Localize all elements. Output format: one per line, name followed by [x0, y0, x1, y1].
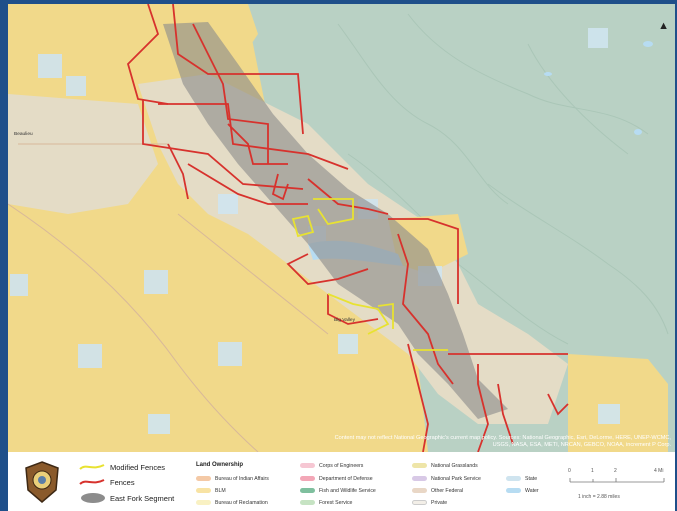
ownership-item: Department of Defense — [300, 476, 373, 482]
place-label-big-valley: Big Valley — [334, 318, 355, 323]
map-canvas[interactable]: Beaulieu Big Valley ▲ Content may not re… — [8, 4, 675, 452]
ownership-item: Forest Service — [300, 500, 352, 506]
swatch-forest — [300, 500, 315, 506]
swatch-dod — [300, 476, 315, 482]
north-arrow-icon: ▲ — [658, 20, 669, 32]
scale-tick-2: 2 — [614, 468, 617, 474]
east-fork-segment-symbol — [81, 493, 105, 503]
ownership-item: National Park Service — [412, 476, 481, 482]
swatch-state — [506, 476, 521, 482]
scale-tick-0: 0 — [568, 468, 571, 474]
terrain-shading — [337, 13, 669, 345]
place-label-beaulieu: Beaulieu — [14, 132, 33, 137]
map-attribution: Content may not reflect National Geograp… — [334, 435, 671, 448]
blm-area-southeast — [568, 354, 668, 452]
scale-text: 1 inch = 2.88 miles — [578, 494, 620, 500]
swatch-blm — [196, 488, 211, 494]
fences-symbol — [79, 479, 105, 485]
agency-shield-icon — [25, 461, 59, 503]
ownership-item: Water — [506, 488, 539, 494]
private-land-west — [8, 94, 158, 214]
ownership-item: National Grasslands — [412, 463, 478, 469]
map-legend: Modified Fences Fences East Fork Segment… — [8, 452, 675, 511]
ownership-item: Fish and Wildlife Service — [300, 488, 376, 494]
swatch-reclamation — [196, 500, 211, 506]
swatch-other-federal — [412, 488, 427, 494]
swatch-corps — [300, 463, 315, 469]
ownership-item: Other Federal — [412, 488, 463, 494]
legend-label-fences: Fences — [110, 478, 135, 487]
map-svg[interactable] — [8, 4, 675, 452]
legend-label-east-fork-segment: East Fork Segment — [110, 494, 175, 503]
modified-fence-lines — [291, 198, 448, 351]
ownership-item: Corps of Engineers — [300, 463, 363, 469]
ownership-item: Bureau of Reclamation — [196, 500, 268, 506]
swatch-nps — [412, 476, 427, 482]
scale-bar — [569, 478, 665, 483]
modified-fences-symbol — [79, 464, 105, 470]
ownership-item: Private — [412, 500, 447, 506]
fence-lines — [126, 4, 569, 452]
scale-tick-4: 4 Mi — [654, 468, 664, 474]
ownership-item: State — [506, 476, 537, 482]
swatch-water — [506, 488, 521, 494]
swatch-private — [412, 500, 427, 506]
swatch-bia — [196, 476, 211, 482]
swatch-grasslands — [412, 463, 427, 469]
ownership-item: Bureau of Indian Affairs — [196, 476, 269, 482]
legend-label-modified-fences: Modified Fences — [110, 463, 166, 472]
land-ownership-title: Land Ownership — [196, 462, 244, 468]
scale-tick-1: 1 — [591, 468, 594, 474]
ownership-item: BLM — [196, 488, 226, 494]
swatch-fws — [300, 488, 315, 494]
